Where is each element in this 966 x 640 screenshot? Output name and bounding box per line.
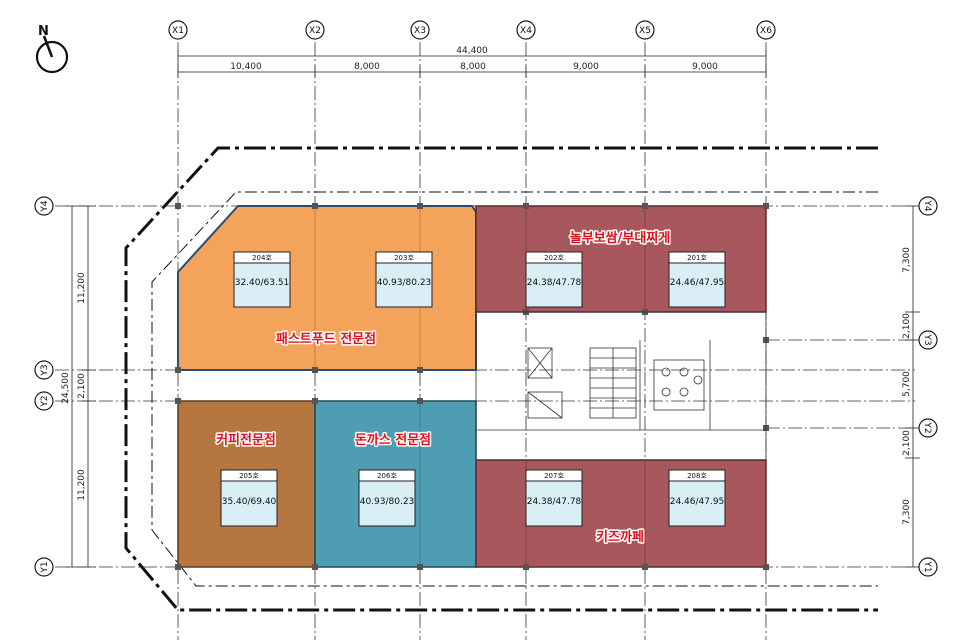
- grid-bubble-x6: X6: [756, 20, 776, 40]
- unit-card-205: 205호 35.40/69.40: [220, 469, 278, 527]
- grid-bubble-right-y3: Y3: [918, 330, 938, 350]
- unit-area: 40.93/80.23: [360, 497, 415, 507]
- unit-card-202: 202호 24.38/47.78: [525, 251, 583, 308]
- zone-donkatsu: 돈까스 전문점: [314, 400, 477, 568]
- unit-area: 40.93/80.23: [377, 278, 432, 288]
- unit-card-206: 206호 40.93/80.23: [358, 469, 416, 527]
- dim-left-3: 11,200: [77, 469, 87, 501]
- zone-label-fastfood: 패스트푸드 전문점: [276, 331, 376, 347]
- dim-span-2: 8,000: [354, 62, 380, 72]
- building-outline-inner: [151, 191, 878, 587]
- zone-label-coffee: 커피전문점: [216, 432, 276, 448]
- dim-right-5: 7,300: [902, 499, 912, 525]
- dim-left-total: 24,500: [61, 372, 71, 404]
- svg-text:Y4: Y4: [40, 200, 50, 212]
- building-outline-outer: [124, 146, 878, 612]
- grid-bubble-left-y2: Y2: [34, 391, 54, 411]
- unit-card-207: 207호 24.38/47.78: [525, 469, 583, 527]
- unit-number: 204호: [252, 254, 272, 262]
- dim-right-4: 2,100: [902, 430, 912, 456]
- grid-bubble-x4: X4: [516, 20, 536, 40]
- unit-number: 201호: [687, 254, 707, 262]
- unit-area: 24.38/47.78: [527, 278, 582, 288]
- dim-span-5: 9,000: [692, 62, 718, 72]
- svg-text:X2: X2: [309, 26, 321, 36]
- grid-bubble-right-y4: Y4: [918, 196, 938, 216]
- unit-number: 205호: [239, 472, 259, 480]
- dim-right-2: 2,100: [902, 313, 912, 339]
- core-stairs-elevators: [475, 311, 767, 461]
- svg-text:X3: X3: [414, 26, 426, 36]
- svg-text:X1: X1: [172, 26, 184, 36]
- unit-area: 35.40/69.40: [222, 497, 277, 507]
- svg-text:Y2: Y2: [40, 395, 50, 407]
- svg-text:Y1: Y1: [922, 560, 932, 572]
- dim-left-1: 11,200: [77, 272, 87, 304]
- grid-bubble-right-y2: Y2: [918, 418, 938, 438]
- grid-bubble-left-y4: Y4: [34, 196, 54, 216]
- grid-bubble-x2: X2: [305, 20, 325, 40]
- svg-text:X5: X5: [639, 26, 651, 36]
- unit-card-201: 201호 24.46/47.95: [668, 251, 726, 308]
- grid-bubble-x1: X1: [168, 20, 188, 40]
- unit-area: 32.40/63.51: [235, 278, 290, 288]
- unit-number: 206호: [377, 472, 397, 480]
- north-arrow-icon: N: [35, 24, 69, 74]
- unit-number: 202호: [544, 254, 564, 262]
- dim-span-3: 8,000: [460, 62, 486, 72]
- svg-text:Y4: Y4: [922, 199, 932, 211]
- north-label: N: [38, 24, 49, 39]
- grid-bubble-right-y1: Y1: [918, 557, 938, 577]
- grid-bubble-left-y1: Y1: [34, 557, 54, 577]
- svg-text:Y1: Y1: [40, 561, 50, 573]
- grid-bubble-x5: X5: [635, 20, 655, 40]
- unit-card-204: 204호 32.40/63.51: [233, 251, 291, 308]
- svg-text:Y3: Y3: [922, 333, 932, 345]
- top-dimensions: 44,400 10,400 8,000 8,000 9,000 9,000: [177, 46, 767, 78]
- unit-card-208: 208호 24.46/47.95: [668, 469, 726, 527]
- right-dimensions: 7,300 2,100 5,700 2,100 7,300: [902, 205, 920, 568]
- unit-area: 24.46/47.95: [670, 497, 725, 507]
- unit-number: 207호: [544, 472, 564, 480]
- unit-card-203: 203호 40.93/80.23: [375, 251, 433, 308]
- grid-bubble-x3: X3: [410, 20, 430, 40]
- dim-right-3: 5,700: [902, 371, 912, 397]
- svg-text:Y3: Y3: [40, 364, 50, 376]
- dim-left-2: 2,100: [77, 373, 87, 399]
- dim-span-4: 9,000: [573, 62, 599, 72]
- grid-bubble-left-y3: Y3: [34, 360, 54, 380]
- unit-number: 203호: [394, 254, 414, 262]
- unit-number: 208호: [687, 472, 707, 480]
- dim-total-width: 44,400: [456, 46, 488, 56]
- unit-area: 24.46/47.95: [670, 278, 725, 288]
- zone-label-kids: 키즈까페: [596, 530, 644, 545]
- zone-label-nolbu: 놀부보쌈/부대찌게: [570, 230, 670, 246]
- left-dimensions: 11,200 2,100 11,200 24,500: [61, 205, 96, 568]
- svg-text:Y2: Y2: [922, 421, 932, 433]
- unit-area: 24.38/47.78: [527, 497, 582, 507]
- dim-span-1: 10,400: [230, 62, 262, 72]
- svg-text:X6: X6: [760, 26, 772, 36]
- svg-text:X4: X4: [520, 26, 532, 36]
- dim-right-1: 7,300: [902, 247, 912, 273]
- zone-label-donkatsu: 돈까스 전문점: [355, 432, 431, 448]
